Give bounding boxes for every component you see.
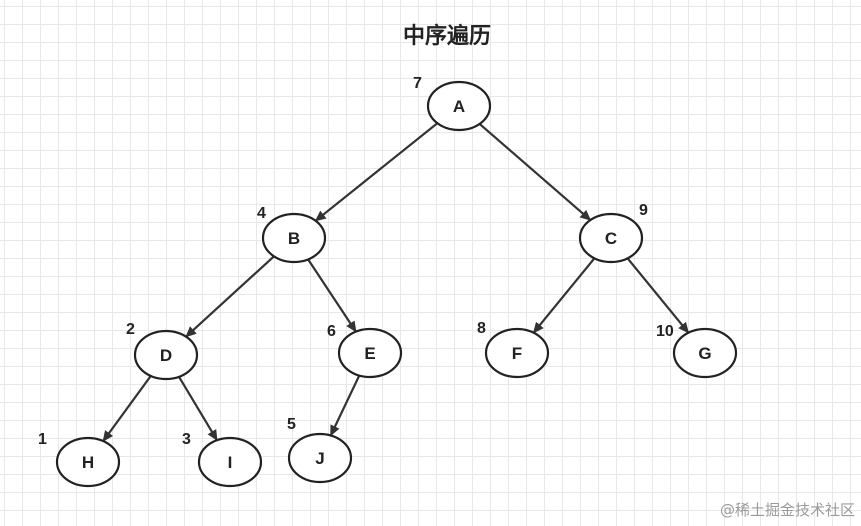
- order-number-A: 7: [413, 75, 422, 92]
- diagram-title: 中序遍历: [403, 23, 491, 49]
- tree-node-J: J 5: [287, 416, 353, 484]
- node-label-G: G: [698, 344, 711, 363]
- edge-A-C: [478, 123, 592, 221]
- node-label-I: I: [228, 453, 233, 472]
- edge-A-B: [314, 122, 439, 222]
- tree-node-D: D 2: [126, 321, 199, 381]
- order-number-D: 2: [126, 321, 135, 338]
- tree-node-I: I 3: [182, 431, 263, 488]
- order-number-E: 6: [327, 323, 336, 340]
- order-number-J: 5: [287, 416, 296, 433]
- order-number-F: 8: [477, 320, 486, 337]
- order-number-G: 10: [656, 323, 674, 340]
- edge-D-H: [102, 375, 152, 442]
- edge-E-J: [329, 375, 361, 437]
- node-label-D: D: [160, 346, 172, 365]
- node-label-J: J: [315, 449, 324, 468]
- tree-node-C: C 9: [578, 202, 648, 264]
- tree-node-E: E 6: [327, 323, 403, 379]
- node-label-H: H: [82, 453, 94, 472]
- edge-B-E: [307, 258, 357, 333]
- node-label-E: E: [364, 344, 375, 363]
- order-number-I: 3: [182, 431, 191, 448]
- order-number-H: 1: [38, 431, 47, 448]
- node-label-A: A: [453, 97, 465, 116]
- tree-node-H: H 1: [38, 431, 121, 488]
- tree-node-B: B 4: [257, 205, 327, 264]
- edges-layer: [102, 122, 690, 442]
- order-number-B: 4: [257, 205, 266, 222]
- tree-node-F: F 8: [477, 320, 550, 379]
- node-label-C: C: [605, 229, 617, 248]
- node-label-F: F: [512, 344, 522, 363]
- edge-C-F: [532, 257, 596, 334]
- order-number-C: 9: [639, 202, 648, 219]
- edge-D-I: [178, 376, 218, 442]
- tree-node-G: G 10: [656, 323, 738, 379]
- edge-B-D: [185, 255, 275, 338]
- edge-C-G: [626, 257, 690, 334]
- watermark-text: @稀土掘金技术社区: [719, 501, 855, 519]
- node-label-B: B: [288, 229, 300, 248]
- tree-node-A: A 7: [413, 75, 492, 132]
